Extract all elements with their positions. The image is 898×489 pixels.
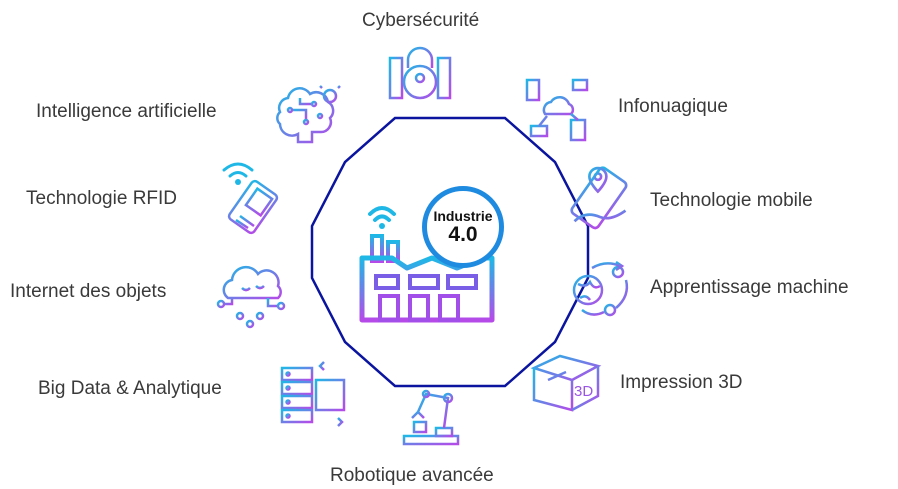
label-big-data: Big Data & Analytique	[38, 378, 222, 399]
label-technologie-mobile: Technologie mobile	[650, 190, 813, 211]
central-hub	[300, 116, 600, 388]
label-apprentissage-machine: Apprentissage machine	[650, 277, 849, 298]
label-intelligence-artificielle: Intelligence artificielle	[36, 101, 217, 122]
rfid-card-icon	[220, 158, 288, 235]
label-impression-3d: Impression 3D	[620, 372, 743, 393]
database-servers-icon	[280, 360, 348, 428]
cloud-network-icon	[525, 78, 589, 142]
label-robotique-avancee: Robotique avancée	[330, 465, 494, 486]
label-technologie-rfid: Technologie RFID	[26, 188, 178, 209]
3d-box-icon: 3D	[530, 352, 602, 412]
badge-title: Industrie	[433, 208, 493, 224]
label-internet-des-objets: Internet des objets	[10, 281, 167, 302]
label-infonuagique: Infonuagique	[618, 96, 728, 117]
cloud-circuit-icon	[216, 260, 288, 330]
badge-version: 4.0	[448, 223, 478, 246]
mobile-location-icon	[566, 166, 634, 234]
svg-text:3D: 3D	[574, 383, 593, 400]
padlock-server-icon	[388, 40, 452, 104]
decagon-frame	[310, 116, 590, 388]
brain-bulb-icon	[270, 82, 348, 152]
industrie-4-0-badge: Industrie 4.0	[422, 186, 504, 268]
robot-arm-icon	[396, 389, 466, 456]
globe-cycle-icon	[568, 258, 632, 322]
label-cybersecurite: Cybersécurité	[362, 10, 480, 31]
